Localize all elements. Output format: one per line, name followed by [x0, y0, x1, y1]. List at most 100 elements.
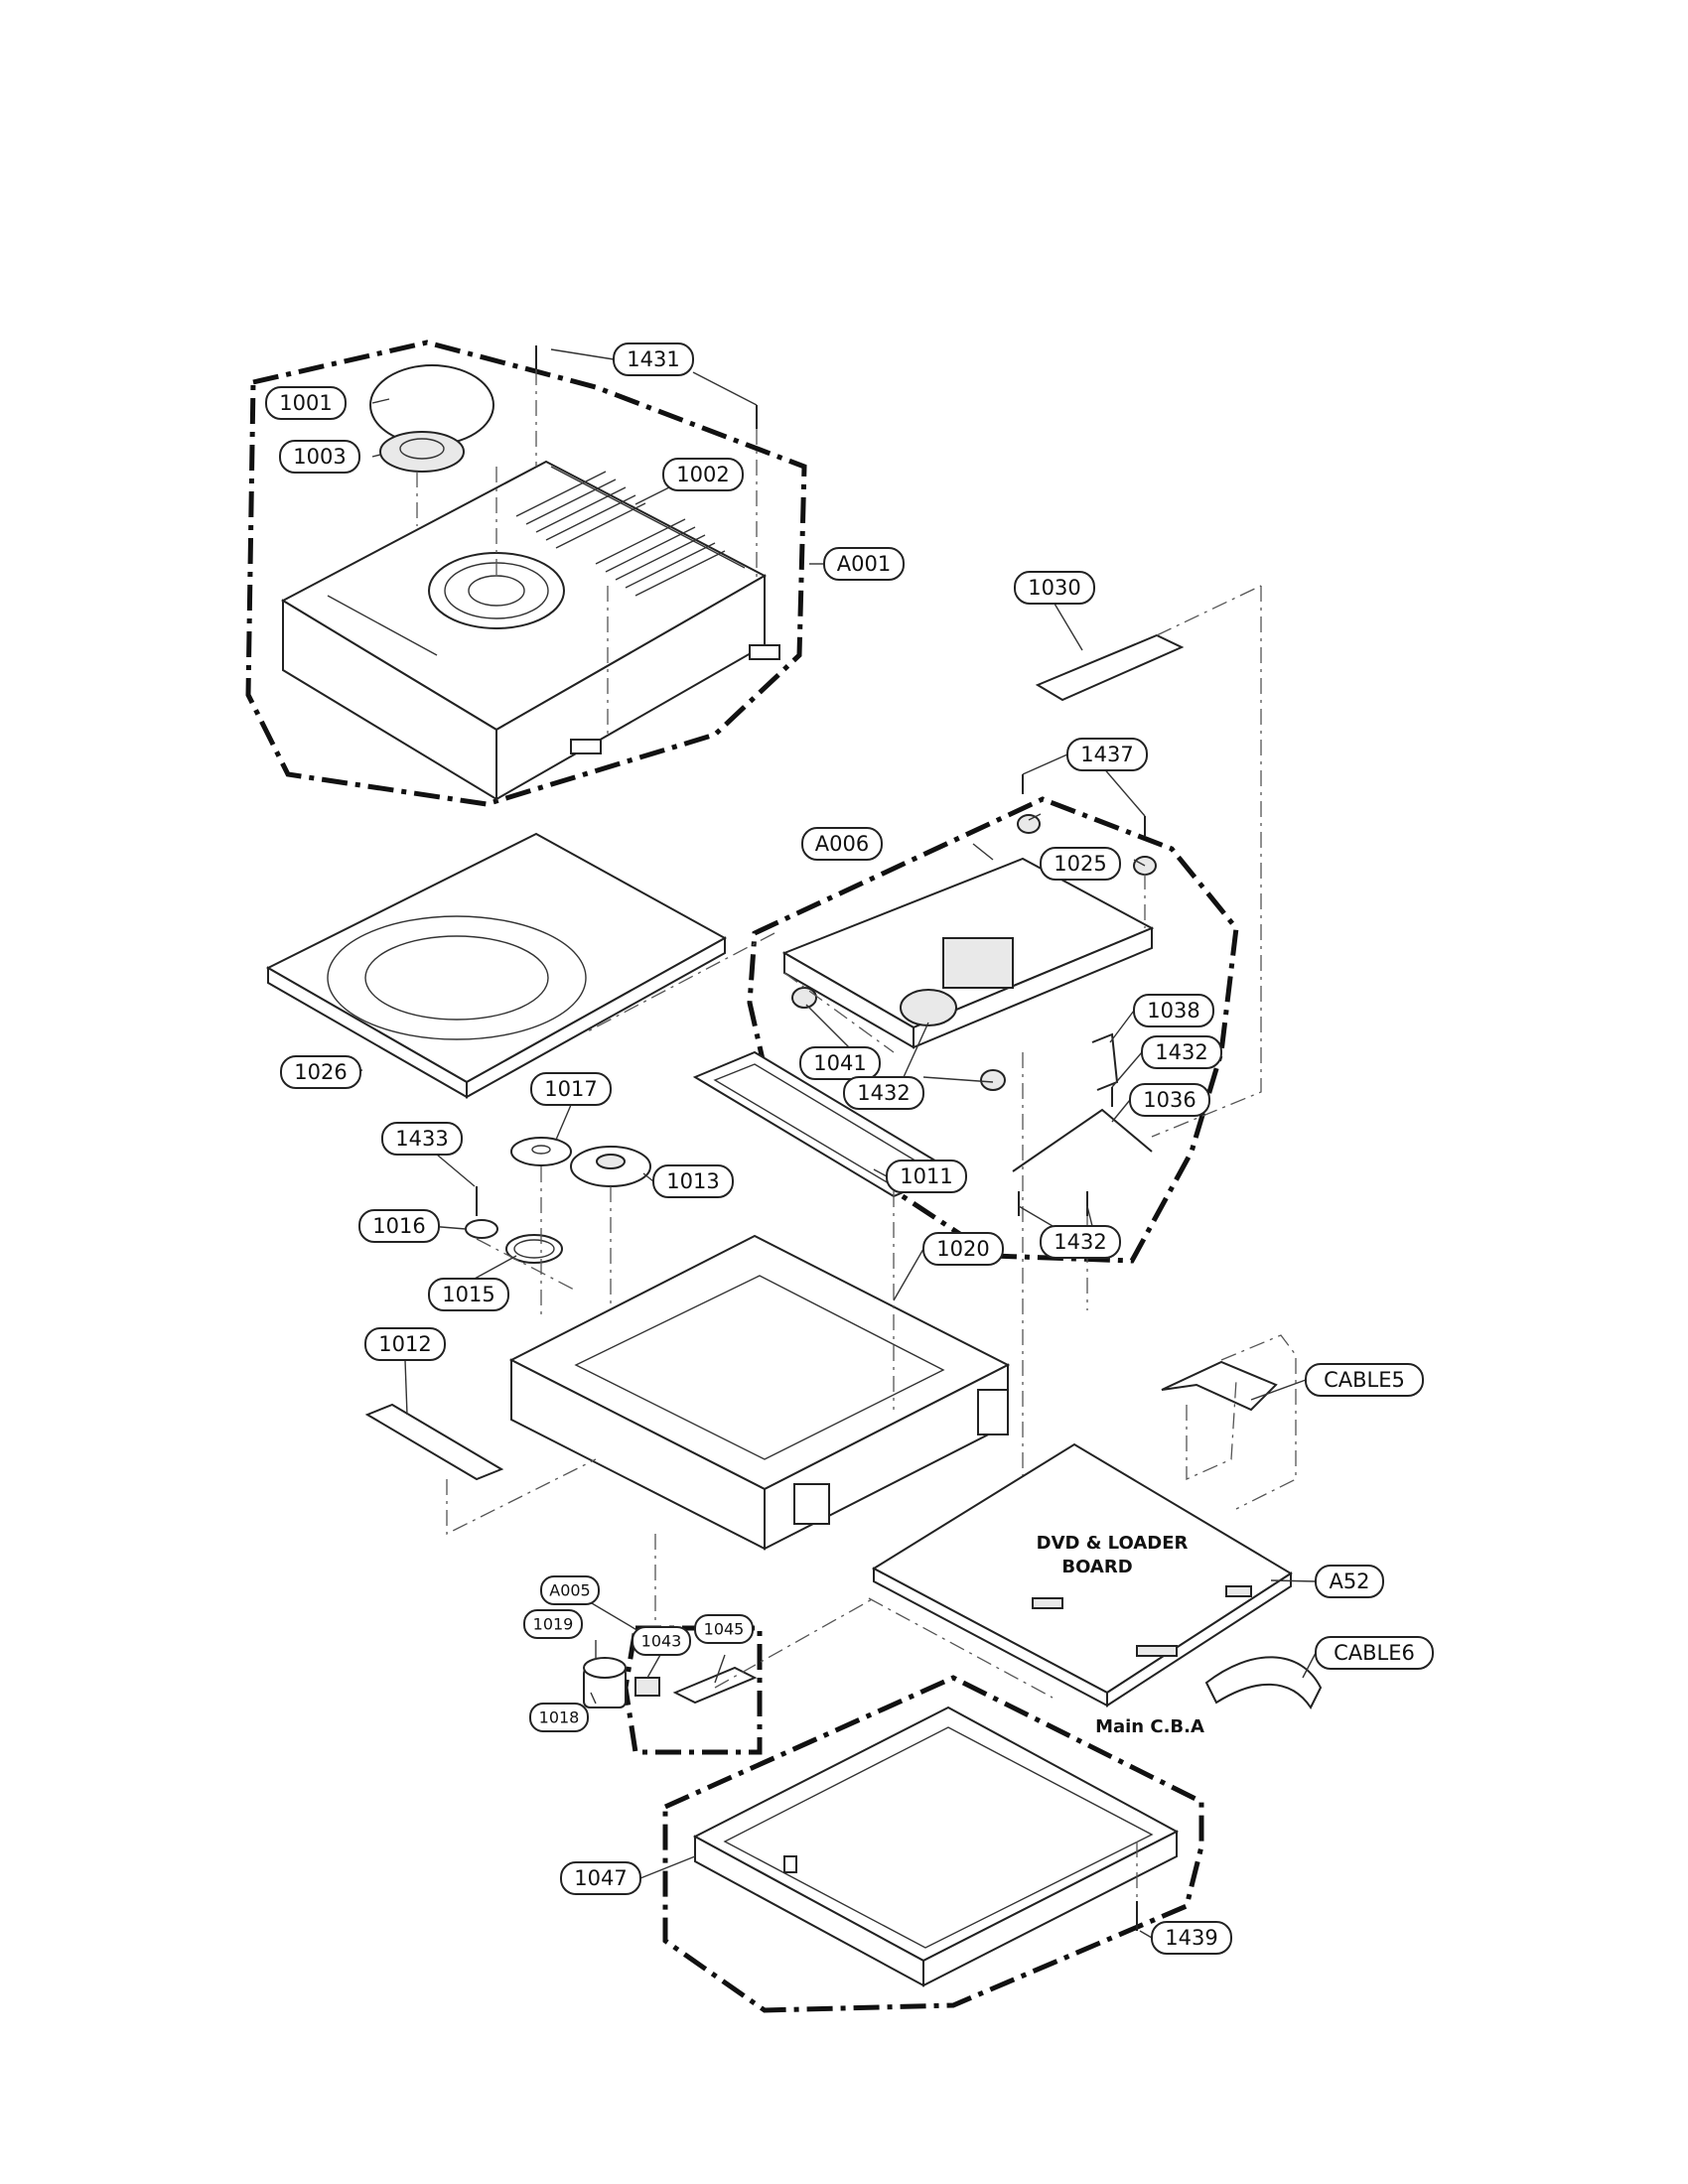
main-chassis — [508, 1234, 1011, 1551]
main-board: DVD & LOADER BOARD Main C.B.A — [871, 1442, 1293, 1737]
callout-a001: A001 — [823, 547, 905, 581]
svg-text:1432: 1432 — [1155, 1040, 1207, 1064]
svg-text:1431: 1431 — [627, 347, 679, 371]
svg-text:1001: 1001 — [279, 391, 332, 415]
screw-1431 — [535, 345, 758, 429]
svg-text:1011: 1011 — [900, 1164, 952, 1188]
svg-text:1019: 1019 — [533, 1615, 574, 1634]
svg-text:1047: 1047 — [574, 1866, 627, 1890]
callout-1030: 1030 — [1014, 571, 1095, 605]
callout-1038: 1038 — [1133, 994, 1214, 1027]
loading-motor — [583, 1657, 758, 1708]
svg-text:1043: 1043 — [641, 1632, 682, 1651]
svg-text:1018: 1018 — [539, 1708, 580, 1727]
callout-1432-b: 1432 — [1141, 1035, 1222, 1069]
callout-cable5: CABLE5 — [1305, 1363, 1424, 1397]
callout-1020: 1020 — [922, 1232, 1004, 1266]
callout-1041: 1041 — [799, 1046, 881, 1080]
chain-cable5b — [1220, 1334, 1297, 1510]
disc-tray — [265, 832, 728, 1099]
callout-1439: 1439 — [1151, 1921, 1232, 1955]
boundary-1047 — [662, 1675, 1204, 2013]
callout-1045: 1045 — [694, 1614, 754, 1644]
callout-1016: 1016 — [358, 1209, 440, 1243]
callout-cable6: CABLE6 — [1315, 1636, 1434, 1670]
screw-1437 — [1022, 774, 1146, 836]
screw-1432 — [1018, 1087, 1113, 1216]
flat-cable-1030 — [1035, 633, 1185, 702]
svg-text:1002: 1002 — [676, 463, 729, 486]
washer-1016 — [465, 1219, 498, 1239]
callout-1026: 1026 — [280, 1055, 361, 1089]
callout-1431: 1431 — [613, 342, 694, 376]
slider-1012 — [364, 1403, 504, 1481]
clamp-magnet — [379, 431, 465, 473]
svg-text:1437: 1437 — [1080, 743, 1133, 766]
cover-chain-lines — [416, 369, 758, 735]
board-main-label: Main C.B.A — [1095, 1716, 1204, 1737]
callout-1013: 1013 — [652, 1164, 734, 1198]
callout-1017: 1017 — [530, 1072, 612, 1106]
belt-1015 — [505, 1234, 563, 1264]
board-title-line1: DVD & LOADER — [1037, 1533, 1189, 1554]
gear-1013 — [570, 1146, 651, 1187]
svg-text:A005: A005 — [549, 1581, 590, 1600]
chain-cable5 — [1186, 1379, 1237, 1481]
callout-1433: 1433 — [381, 1122, 463, 1156]
chain-right — [1151, 586, 1262, 1138]
traverse-mechanism — [781, 814, 1157, 1091]
svg-text:A52: A52 — [1329, 1570, 1369, 1593]
callout-1012: 1012 — [364, 1327, 446, 1361]
callout-1432-a: 1432 — [843, 1076, 924, 1110]
svg-text:1026: 1026 — [294, 1060, 347, 1084]
callout-1015: 1015 — [428, 1278, 509, 1311]
svg-text:1016: 1016 — [372, 1214, 425, 1238]
chain-1030 — [1156, 585, 1262, 636]
svg-text:A001: A001 — [837, 552, 891, 576]
gear-1017 — [510, 1137, 572, 1166]
callout-1011: 1011 — [886, 1160, 967, 1193]
callout-a006: A006 — [801, 827, 883, 861]
callout-1002: 1002 — [662, 458, 744, 491]
callout-1001: 1001 — [265, 386, 347, 420]
bracket-1038 — [1091, 1032, 1119, 1091]
svg-text:1432: 1432 — [1054, 1230, 1106, 1254]
callout-1019: 1019 — [523, 1609, 583, 1639]
lever-1036 — [1012, 1108, 1153, 1172]
boundary-a006 — [747, 796, 1239, 1264]
svg-text:A006: A006 — [815, 832, 869, 856]
callout-1043: 1043 — [632, 1626, 691, 1656]
chassis-chain-lines — [446, 1191, 895, 1628]
callout-a005: A005 — [540, 1575, 600, 1605]
callout-1437: 1437 — [1066, 738, 1148, 771]
svg-text:CABLE6: CABLE6 — [1334, 1641, 1415, 1665]
chain-board-case — [868, 1597, 1054, 1699]
svg-text:1015: 1015 — [442, 1283, 494, 1306]
svg-text:1012: 1012 — [378, 1332, 431, 1356]
svg-text:1020: 1020 — [936, 1237, 989, 1261]
callout-1432-c: 1432 — [1040, 1225, 1121, 1259]
svg-text:1433: 1433 — [395, 1127, 448, 1151]
callout-1036: 1036 — [1129, 1083, 1210, 1117]
svg-text:1045: 1045 — [704, 1620, 745, 1639]
svg-text:1038: 1038 — [1147, 999, 1199, 1023]
svg-text:1036: 1036 — [1143, 1088, 1196, 1112]
boundary-a001 — [245, 340, 807, 807]
callout-1047: 1047 — [560, 1861, 641, 1895]
cable-6 — [1204, 1656, 1323, 1709]
bottom-case — [692, 1706, 1180, 1987]
svg-text:1041: 1041 — [813, 1051, 866, 1075]
svg-text:1013: 1013 — [666, 1169, 719, 1193]
svg-text:1030: 1030 — [1028, 576, 1080, 600]
svg-text:1432: 1432 — [857, 1081, 910, 1105]
top-cover — [280, 460, 780, 801]
callout-1025: 1025 — [1040, 847, 1121, 881]
svg-text:1025: 1025 — [1054, 852, 1106, 876]
callout-1003: 1003 — [279, 440, 360, 474]
cable-5 — [1161, 1360, 1278, 1412]
board-title-line2: BOARD — [1061, 1557, 1132, 1577]
svg-text:1017: 1017 — [544, 1077, 597, 1101]
callout-1018: 1018 — [529, 1703, 589, 1732]
